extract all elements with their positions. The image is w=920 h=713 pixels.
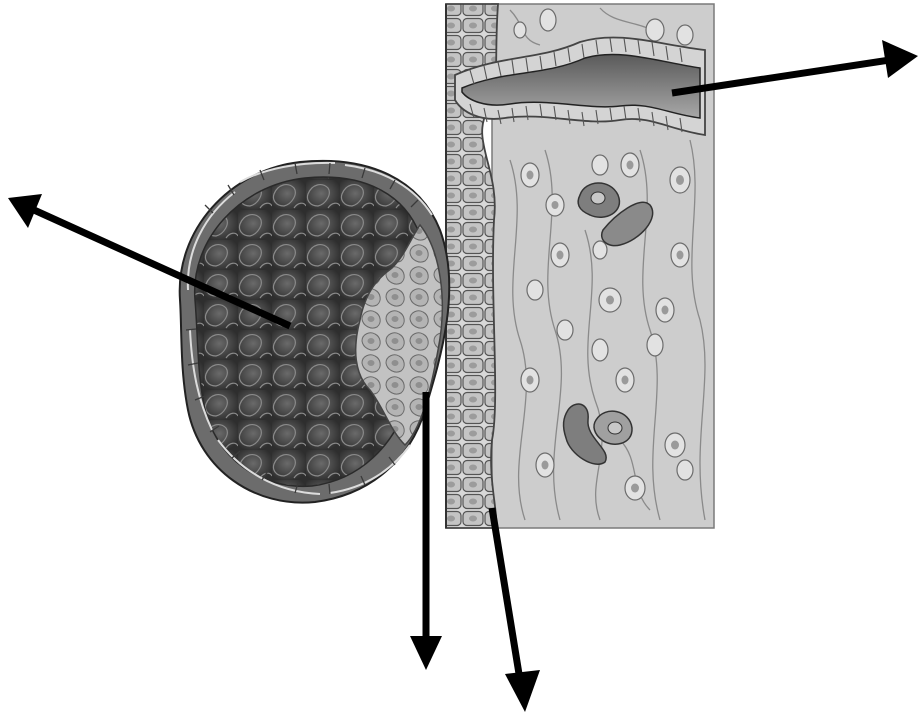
blastocyst xyxy=(180,161,450,503)
arrow-uterine-epithelium xyxy=(492,508,540,712)
